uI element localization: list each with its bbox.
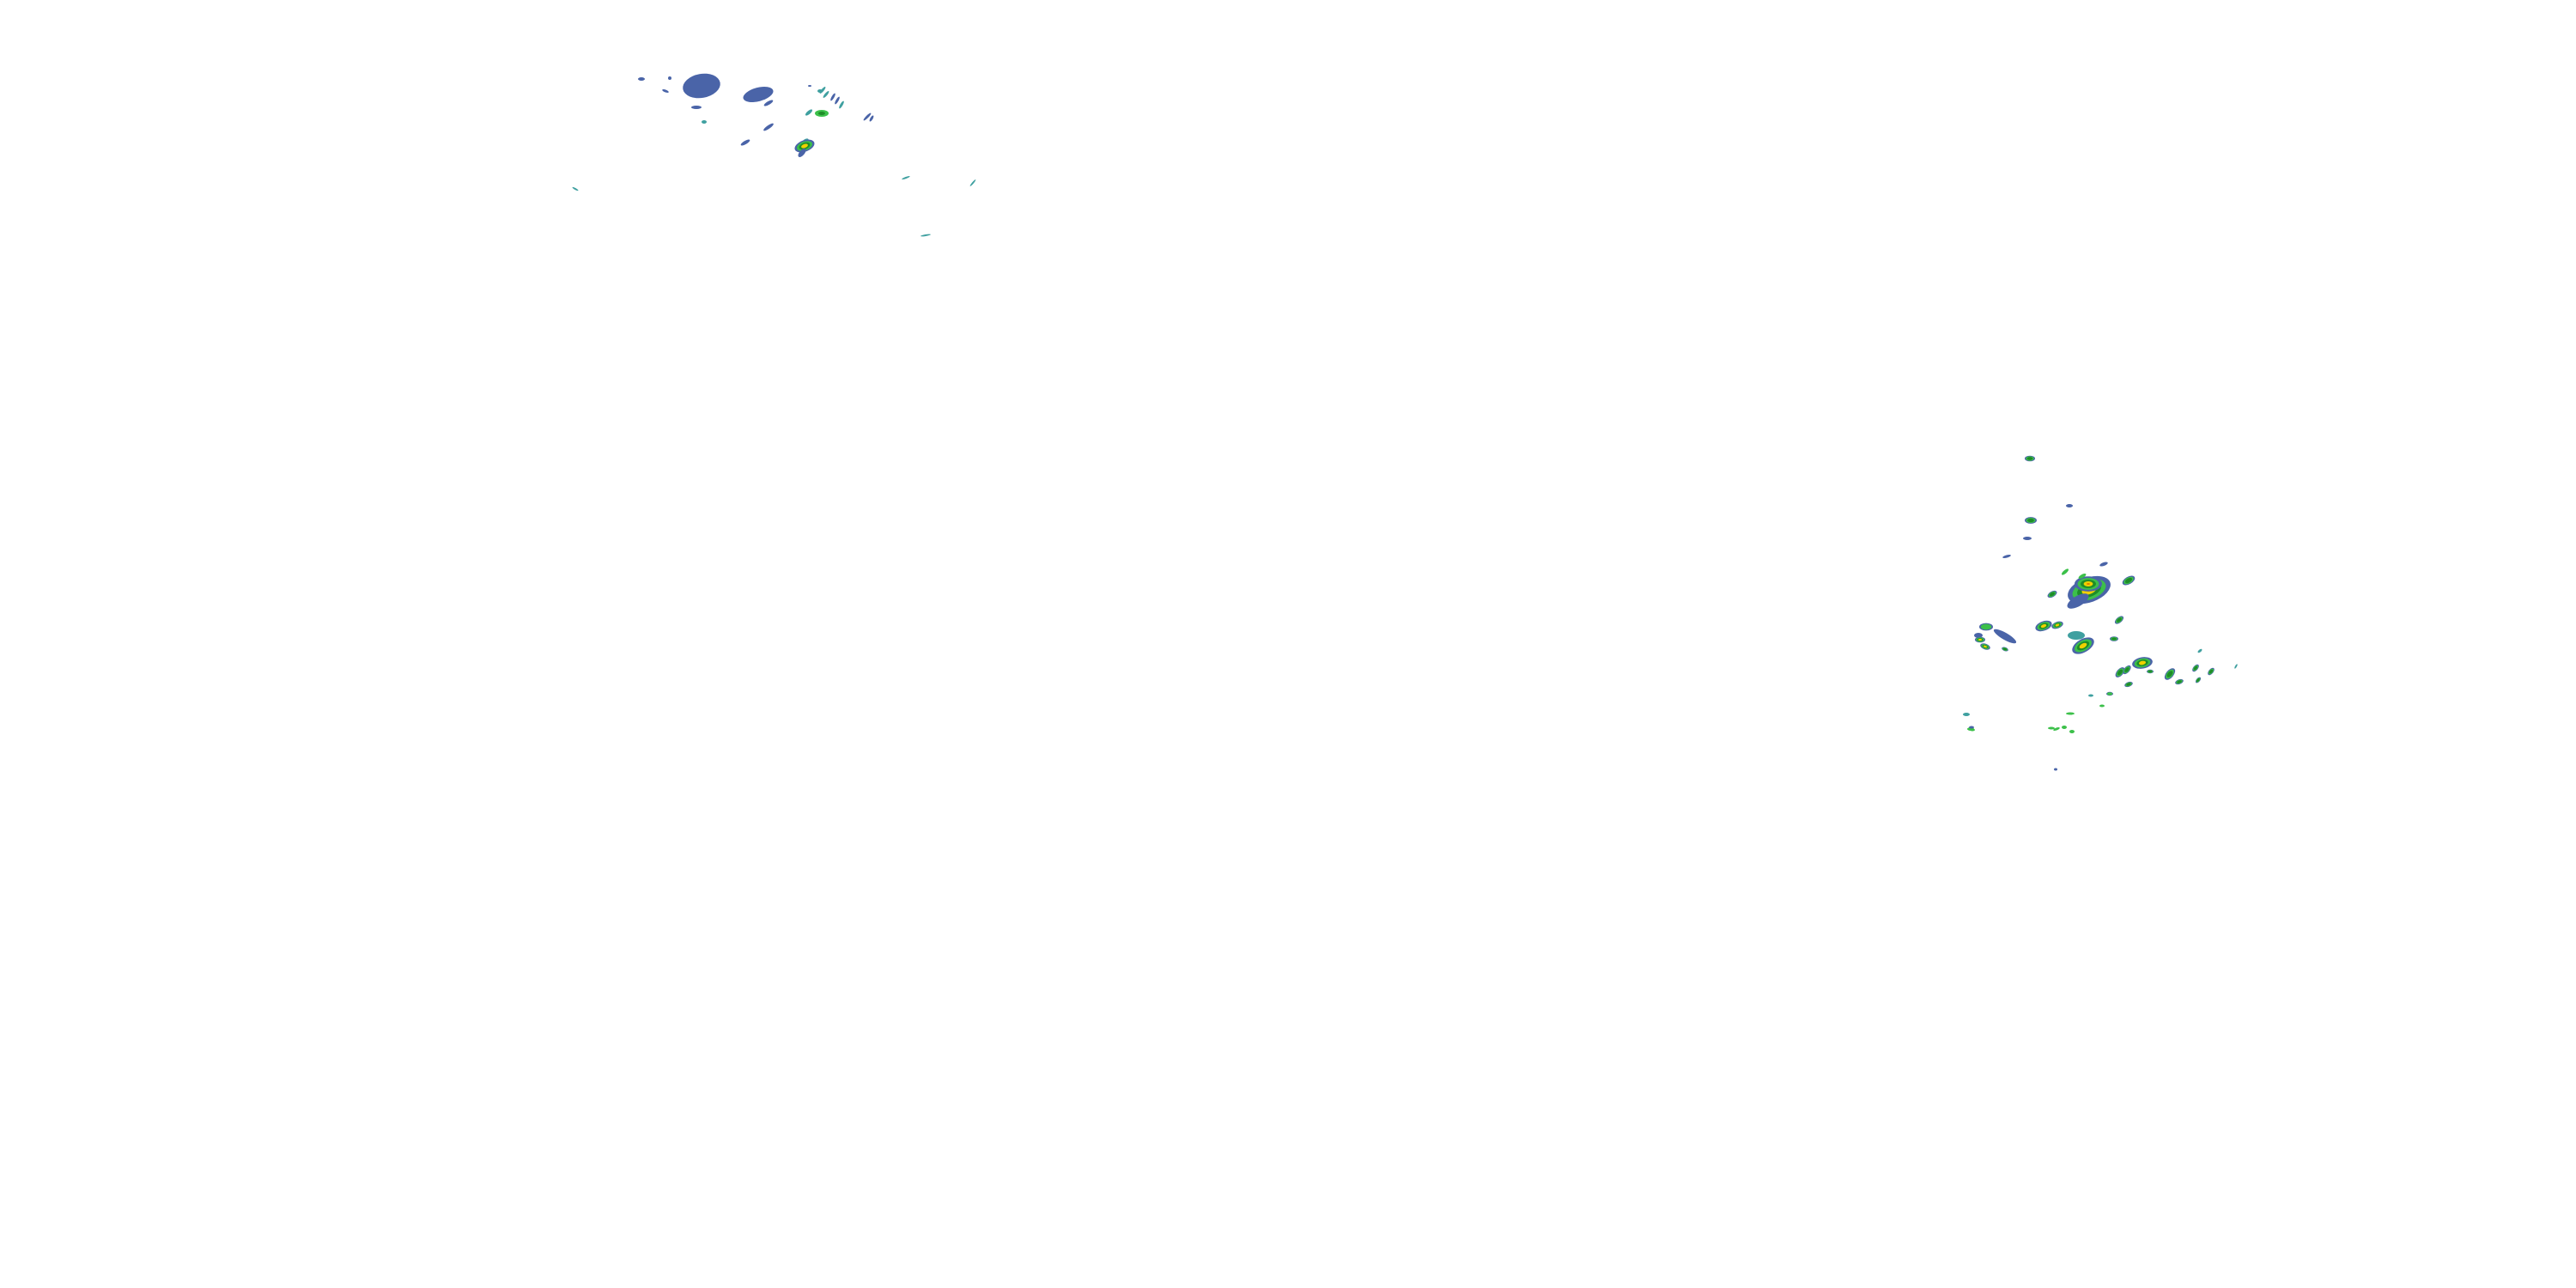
radar-echo [830,93,835,101]
radar-echo [2002,555,2011,558]
radar-echo [2234,664,2238,669]
radar-echo [2053,727,2060,731]
radar-echo [2055,623,2060,627]
radar-echo [2197,648,2202,653]
radar-echo [1978,638,1983,641]
radar-echo [1969,726,1974,729]
radar-echo [805,109,813,116]
radar-echo [668,76,671,80]
radar-echo [920,234,931,237]
radar-echo [763,123,774,131]
radar-echo [808,85,811,87]
radar-echo [801,143,808,149]
radar-echo [2054,768,2057,771]
radar-echo [2166,671,2173,677]
radar-echo [2124,667,2129,672]
radar-echo [2117,669,2123,676]
radar-echo [902,176,910,179]
radar-echo [689,77,702,86]
radar-echo [823,91,829,98]
radar-echo [2068,631,2085,640]
radar-echo [2117,617,2122,623]
radar-echo [662,89,669,93]
radar-echo [2196,678,2200,682]
radar-echo [763,100,774,106]
radar-echo [798,149,806,157]
radar-echo [969,179,976,186]
radar-echo [2040,623,2047,629]
radar-echo [2138,660,2147,665]
radar-echo [2099,704,2105,708]
radar-echo [2026,457,2033,460]
radar-echo [2087,582,2090,586]
radar-echo [2049,592,2056,597]
radar-echo [863,112,872,121]
radar-echo [2061,568,2069,575]
radar-echo [869,115,874,122]
radar-echo [2177,680,2182,683]
radar-echo [2148,670,2153,673]
radar-echo [2208,669,2214,674]
radar-echo [835,96,840,105]
radar-echo [1980,623,1992,630]
radar-echo [1993,629,2017,644]
radar-echo [2069,730,2075,733]
radar-echo [638,77,645,81]
radar-echo [819,87,826,94]
radar-echo [1970,728,1975,732]
radar-echo [691,106,702,109]
radar-echo [743,86,774,103]
radar-echo [1963,713,1970,716]
radar-echo [2002,647,2008,651]
radar-echo [2193,665,2198,671]
radar-echo [1974,633,1983,638]
radar-echo [839,100,844,109]
radar-echo [2023,537,2032,540]
radar-echo [740,139,750,146]
radar-echo [2062,726,2067,729]
precipitation-cells [572,73,2238,771]
radar-echo [2111,637,2117,641]
radar-echo [2048,726,2055,730]
radar-echo [2126,683,2131,686]
radar-echo [2099,562,2108,567]
radar-echo [2106,692,2113,696]
radar-echo [2078,573,2087,580]
radar-echo [1984,645,1987,648]
radar-echo [702,120,707,124]
radar-echo [2067,593,2089,609]
radar-echo [2066,504,2073,507]
radar-echo [2088,694,2093,697]
radar-echo [572,186,579,191]
radar-echo [2079,642,2087,649]
radar-echo [2066,712,2075,715]
radar-echo [2124,577,2133,584]
radar-echo [818,112,825,115]
radar-echo [683,73,720,99]
radar-echo [2027,518,2034,523]
